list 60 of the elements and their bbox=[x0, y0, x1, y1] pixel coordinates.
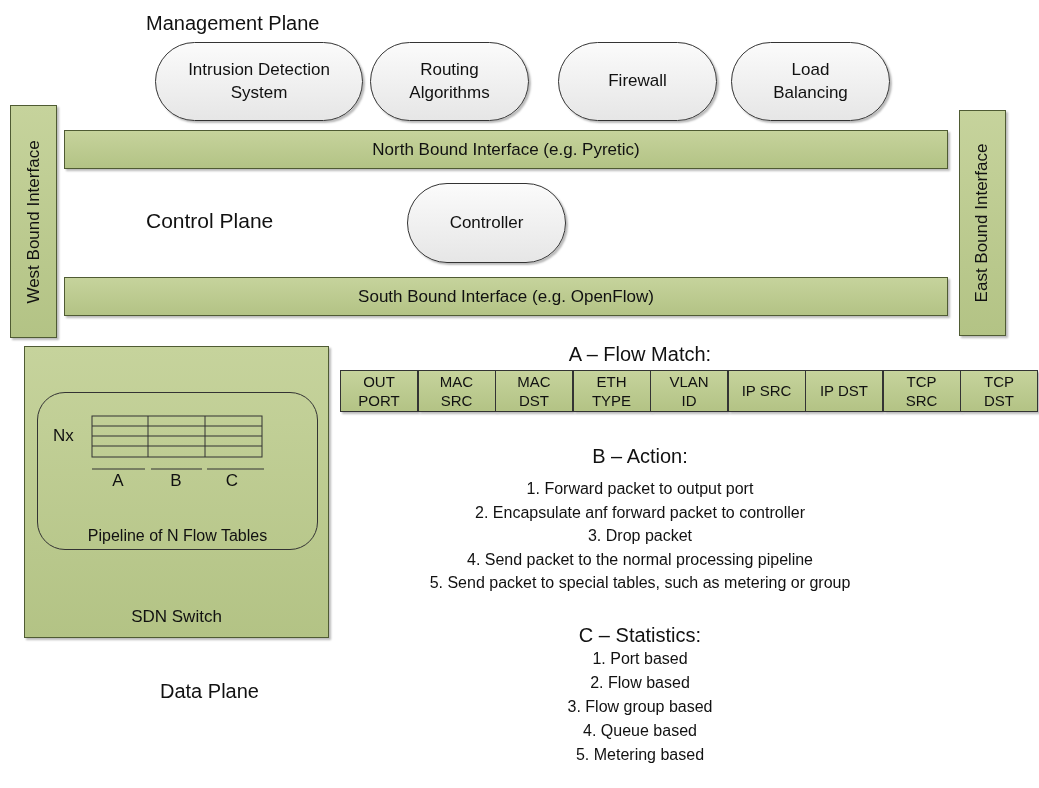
field-cell bbox=[417, 370, 496, 412]
node-label: Load Balancing bbox=[772, 59, 849, 104]
list-item: 2. Flow based bbox=[590, 674, 690, 692]
node-label: North Bound Interface (e.g. Pyretic) bbox=[372, 139, 640, 160]
list-item: 3. Drop packet bbox=[587, 527, 693, 545]
column-label: B bbox=[170, 471, 182, 491]
node-label: TCP SRC bbox=[904, 371, 939, 411]
field-cell bbox=[650, 370, 728, 412]
rounded-process-box bbox=[155, 42, 363, 121]
column-label: C bbox=[225, 471, 239, 491]
section-heading: B – Action: bbox=[592, 445, 688, 468]
node-label: IP DST bbox=[819, 381, 869, 401]
field-cell bbox=[340, 370, 418, 412]
node-label: VLAN ID bbox=[668, 371, 710, 411]
list-item: 5. Metering based bbox=[575, 746, 705, 764]
interface-band bbox=[64, 277, 948, 316]
field-cell bbox=[495, 370, 573, 412]
rounded-process-box bbox=[731, 42, 890, 121]
interface-bar bbox=[959, 110, 1006, 336]
node-label: ETH TYPE bbox=[590, 371, 633, 411]
node-label: Firewall bbox=[608, 70, 667, 93]
node-label: TCP DST bbox=[983, 371, 1015, 411]
rounded-process-box bbox=[558, 42, 717, 121]
node-label: South Bound Interface (e.g. OpenFlow) bbox=[358, 286, 654, 307]
interface-bar bbox=[10, 105, 57, 338]
node-label: Routing Algorithms bbox=[408, 59, 491, 104]
list-item: 5. Send packet to special tables, such as metering or group bbox=[429, 574, 851, 592]
node-label: IP SRC bbox=[741, 381, 792, 401]
field-cell bbox=[960, 370, 1038, 412]
node-label: MAC SRC bbox=[438, 371, 475, 411]
node-label: Controller bbox=[449, 211, 524, 234]
column-label: A bbox=[112, 471, 124, 491]
list-item: 1. Forward packet to output port bbox=[526, 480, 754, 498]
node-label: Intrusion Detection System bbox=[187, 59, 331, 104]
plane-title: Data Plane bbox=[160, 680, 259, 703]
list-item: 4. Send packet to the normal processing pipeline bbox=[467, 550, 813, 569]
plane-title: Control Plane bbox=[146, 209, 274, 233]
row-count-label: Nx bbox=[53, 426, 74, 446]
rounded-process-box bbox=[407, 183, 566, 263]
node-label: Pipeline of N Flow Tables bbox=[87, 527, 268, 545]
node-label: SDN Switch bbox=[131, 607, 222, 627]
switch-panel bbox=[24, 346, 329, 638]
field-cell bbox=[727, 370, 806, 412]
field-cell bbox=[882, 370, 961, 412]
node-label: West Bound Interface bbox=[23, 139, 44, 304]
section-heading: A – Flow Match: bbox=[568, 343, 712, 366]
field-cell bbox=[805, 370, 883, 412]
node-label: East Bound Interface bbox=[972, 143, 993, 303]
list-item: 4. Queue based bbox=[583, 722, 697, 740]
section-heading: C – Statistics: bbox=[578, 624, 702, 647]
pipeline-box bbox=[37, 392, 318, 550]
list-item: 3. Flow group based bbox=[567, 698, 713, 716]
list-item: 2. Encapsulate anf forward packet to controller bbox=[475, 503, 805, 522]
node-label: OUT PORT bbox=[357, 371, 401, 411]
interface-band bbox=[64, 130, 948, 169]
plane-title: Management Plane bbox=[146, 12, 320, 35]
field-cell bbox=[572, 370, 651, 412]
node-label: MAC DST bbox=[516, 371, 552, 411]
rounded-process-box bbox=[370, 42, 529, 121]
list-item: 1. Port based bbox=[592, 650, 688, 668]
